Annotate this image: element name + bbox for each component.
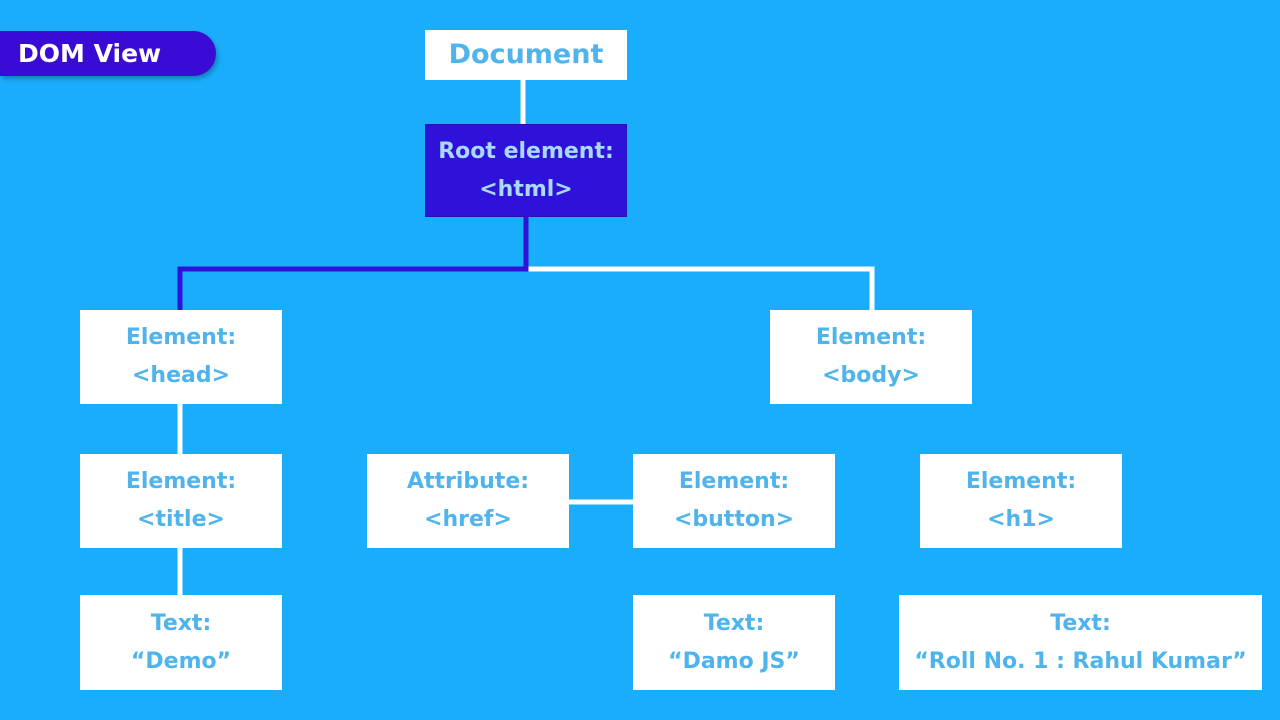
node-text-value: “Damo JS” <box>668 648 800 674</box>
node-text-value: “Roll No. 1 : Rahul Kumar” <box>914 648 1247 674</box>
node-title: Element: <title> <box>80 454 282 548</box>
dom-view-badge: DOM View <box>0 31 216 76</box>
node-type-label: Text: <box>703 610 765 636</box>
node-tag-label: <html> <box>479 176 573 202</box>
node-type-label: Element: <box>678 469 790 494</box>
node-text-value: “Demo” <box>130 648 232 674</box>
node-text-damo-js: Text: “Damo JS” <box>633 595 835 690</box>
node-type-label: Attribute: <box>406 469 530 494</box>
node-document: Document <box>425 30 627 80</box>
node-type-label: Text: <box>150 610 212 636</box>
node-type-label: Element: <box>125 469 237 494</box>
node-body: Element: <body> <box>770 310 972 404</box>
node-tag-label: <head> <box>131 363 231 388</box>
node-tag-label: <href> <box>424 507 512 532</box>
node-button: Element: <button> <box>633 454 835 548</box>
node-attribute-href: Attribute: <href> <box>367 454 569 548</box>
node-type-label: Element: <box>965 469 1077 494</box>
node-type-label: Element: <box>815 325 927 350</box>
node-root-html: Root element: <html> <box>425 124 627 217</box>
node-document-label: Document <box>448 39 604 70</box>
node-h1: Element: <h1> <box>920 454 1122 548</box>
node-type-label: Element: <box>125 325 237 350</box>
node-tag-label: <title> <box>137 507 225 532</box>
node-text-demo: Text: “Demo” <box>80 595 282 690</box>
node-text-roll-no: Text: “Roll No. 1 : Rahul Kumar” <box>899 595 1262 690</box>
node-head: Element: <head> <box>80 310 282 404</box>
node-tag-label: <h1> <box>987 507 1055 532</box>
connector-root-head <box>177 216 529 311</box>
node-tag-label: <button> <box>673 507 795 532</box>
node-tag-label: <body> <box>822 363 920 388</box>
connector-root-body <box>523 216 875 311</box>
node-type-label: Root element: <box>438 138 614 164</box>
node-type-label: Text: <box>1050 610 1111 636</box>
